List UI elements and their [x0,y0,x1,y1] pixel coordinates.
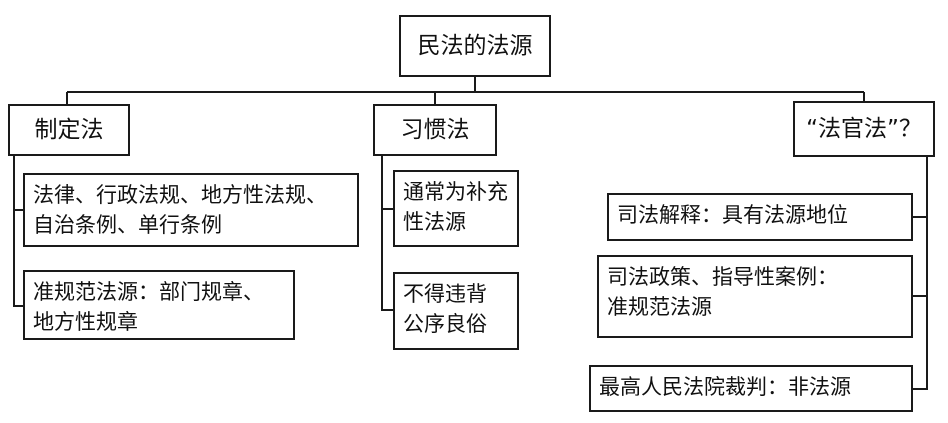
statutory-law-label: 制定法 [34,117,104,143]
root-label: 民法的法源 [417,33,533,59]
node-judge-made-law: “法官法”？ [793,101,935,157]
item-line: 最高人民法院裁判：非法源 [599,375,851,399]
item-line: 法律、行政法规、地方性法规、 [33,183,327,207]
node-customary-law: 习惯法 [373,104,497,156]
customary-law-label: 习惯法 [400,117,470,143]
item-line: 公序良俗 [403,312,487,336]
judge-law-item-supreme-court-rulings: 最高人民法院裁判：非法源 [589,365,913,412]
item-line: 地方性规章 [33,310,138,334]
custom-item-public-order: 不得违背 公序良俗 [393,272,519,350]
custom-item-supplementary: 通常为补充 性法源 [393,170,519,247]
item-line: 司法解释：具有法源地位 [617,203,848,227]
item-line: 准规范法源 [607,295,712,319]
item-line: 准规范法源：部门规章、 [33,280,264,304]
statutory-item-laws-regulations: 法律、行政法规、地方性法规、 自治条例、单行条例 [23,173,359,247]
judge-law-item-judicial-interpretation: 司法解释：具有法源地位 [607,193,913,241]
statutory-item-quasi-normative: 准规范法源：部门规章、 地方性规章 [23,270,295,340]
item-line: 不得违背 [403,282,487,306]
node-statutory-law: 制定法 [8,104,130,156]
item-line: 司法政策、指导性案例： [607,265,838,289]
root-node: 民法的法源 [399,15,551,77]
item-line: 自治条例、单行条例 [33,213,222,237]
item-line: 通常为补充 [403,180,508,204]
judge-made-law-label: “法官法”？ [806,116,922,142]
item-line: 性法源 [403,210,466,234]
judge-law-item-policy-guiding-cases: 司法政策、指导性案例： 准规范法源 [597,255,913,338]
